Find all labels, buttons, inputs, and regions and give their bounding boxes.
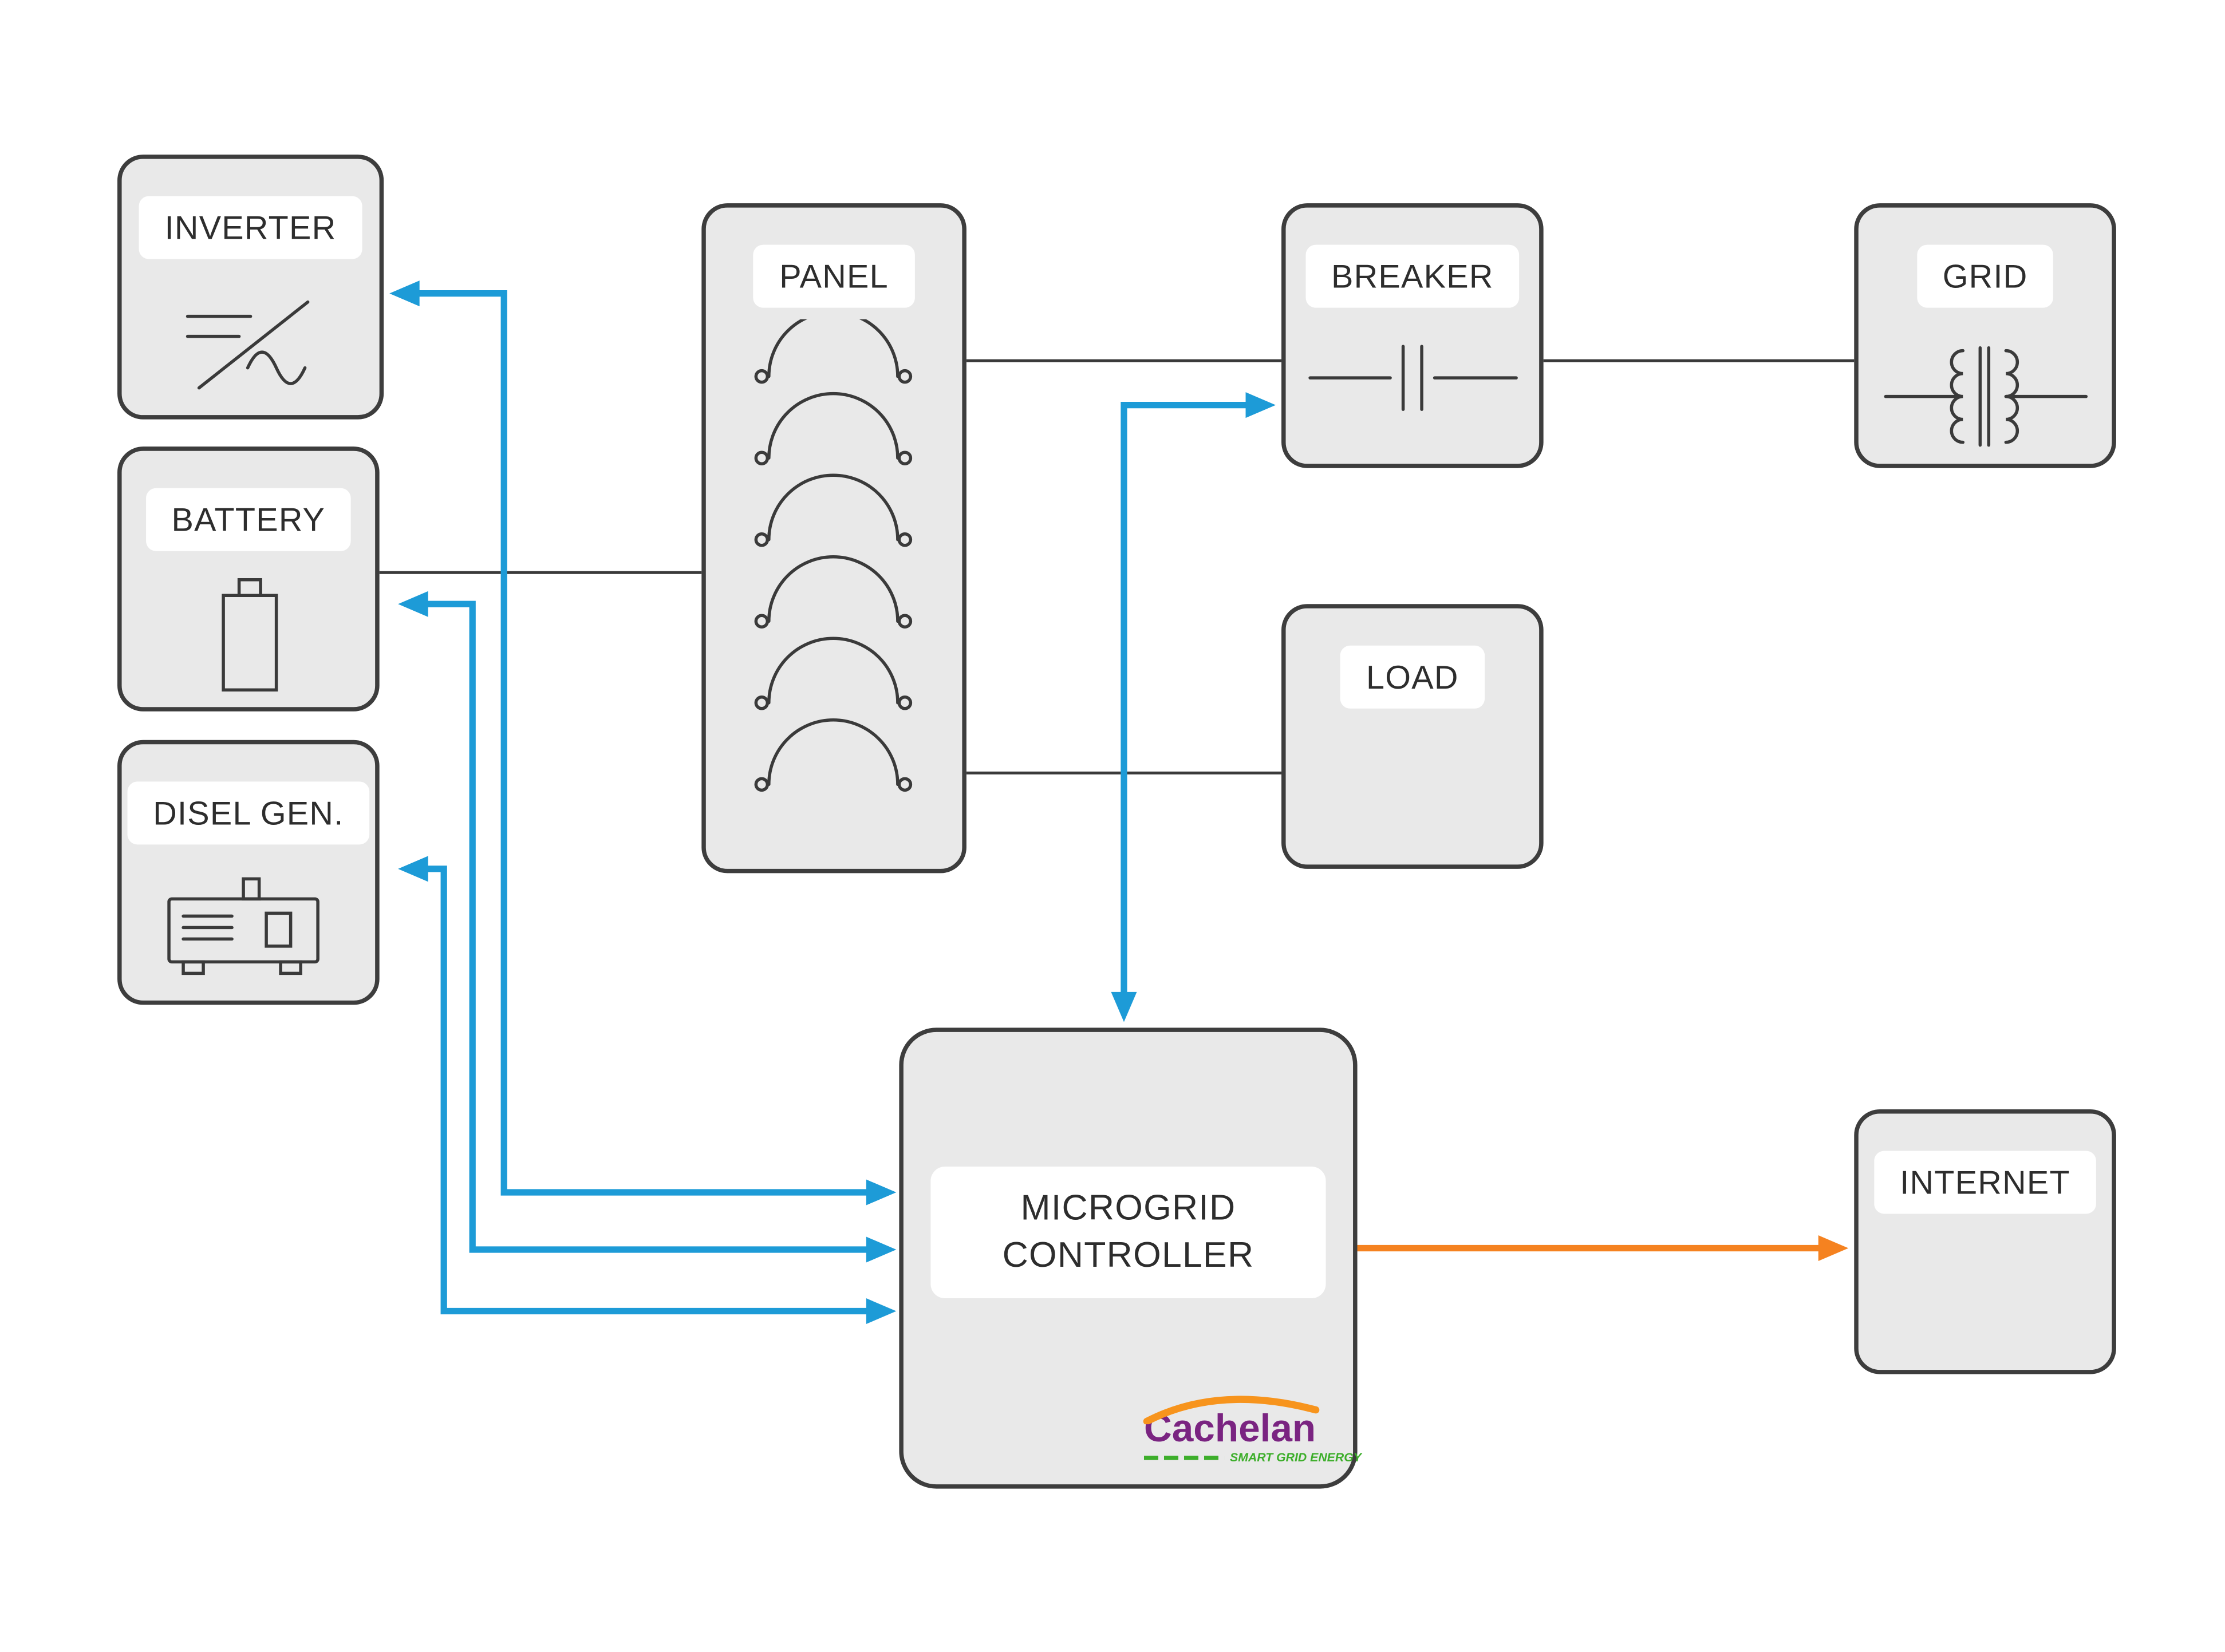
cachelan-logo: Cachelan SMART GRID ENERGY bbox=[1143, 1396, 1362, 1465]
load-node: LOAD bbox=[1281, 604, 1544, 869]
internet-label: INTERNET bbox=[1874, 1151, 2096, 1214]
signal-controller-diesel bbox=[427, 865, 868, 1315]
breaker-label: BREAKER bbox=[1305, 244, 1520, 308]
arrowhead-into-inverter bbox=[389, 280, 420, 307]
breaker-contact-icon bbox=[1308, 345, 1517, 411]
diesel-gen-label: DISEL GEN. bbox=[127, 781, 370, 845]
panel-node: PANEL bbox=[701, 203, 966, 874]
signal-breaker-controller bbox=[1121, 402, 1248, 997]
arrowhead-into-internet bbox=[1818, 1235, 1849, 1262]
internet-node: INTERNET bbox=[1854, 1109, 2116, 1374]
battery-label: BATTERY bbox=[145, 488, 352, 551]
arrowhead-into-controller-2 bbox=[866, 1236, 897, 1263]
signal-controller-battery bbox=[427, 600, 868, 1253]
switch-2 bbox=[753, 392, 912, 465]
logo-tagline-text: SMART GRID ENERGY bbox=[1230, 1450, 1362, 1465]
arrowhead-into-controller-3 bbox=[866, 1298, 897, 1325]
transformer-icon bbox=[1883, 346, 2087, 447]
microgrid-controller-label: MICROGRID CONTROLLER bbox=[930, 1166, 1326, 1299]
diesel-gen-node: DISEL GEN. bbox=[117, 740, 380, 1005]
switch-6 bbox=[753, 718, 912, 792]
arrowhead-into-controller-1 bbox=[866, 1179, 897, 1206]
arrowhead-into-diesel-gen bbox=[398, 856, 428, 882]
generator-icon bbox=[167, 877, 319, 975]
signal-controller-inverter bbox=[418, 290, 868, 1196]
logo-brand-text: Cachelan bbox=[1143, 1407, 1316, 1451]
logo-underline bbox=[1143, 1455, 1225, 1460]
load-label: LOAD bbox=[1340, 645, 1485, 709]
breaker-node: BREAKER bbox=[1281, 203, 1544, 468]
switch-1 bbox=[753, 319, 912, 384]
switch-5 bbox=[753, 637, 912, 710]
grid-node: GRID bbox=[1854, 203, 2116, 468]
inverter-label: INVERTER bbox=[139, 196, 362, 259]
grid-label: GRID bbox=[1916, 244, 2054, 308]
switch-4 bbox=[753, 555, 912, 629]
battery-node: BATTERY bbox=[117, 446, 380, 712]
battery-icon bbox=[221, 578, 278, 692]
arrowhead-into-breaker bbox=[1245, 392, 1276, 418]
switch-3 bbox=[753, 473, 912, 547]
disconnect-switch-icons bbox=[753, 319, 912, 792]
logo-swoosh-icon bbox=[1143, 1396, 1320, 1425]
panel-label: PANEL bbox=[753, 244, 914, 308]
inverter-icon bbox=[185, 300, 309, 390]
microgrid-controller-node: MICROGRID CONTROLLER Cachelan SMART GRID… bbox=[899, 1027, 1362, 1489]
inverter-node: INVERTER bbox=[117, 155, 384, 420]
arrowhead-into-controller-top bbox=[1111, 991, 1137, 1022]
arrowhead-into-battery bbox=[398, 591, 428, 617]
